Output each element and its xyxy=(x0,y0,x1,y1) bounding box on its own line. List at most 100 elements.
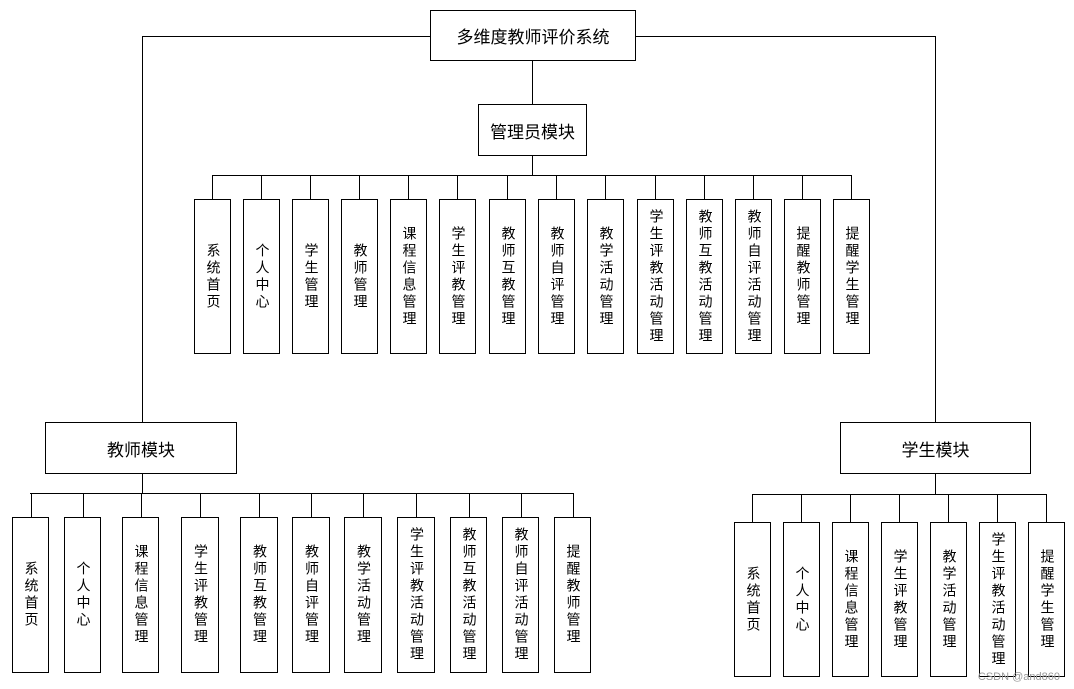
admin-drop-line xyxy=(851,175,852,200)
student-module-node-label: 学生模块 xyxy=(901,440,970,461)
teacher-item-5: 教师互教管理 xyxy=(240,517,278,673)
teacher-bus-line xyxy=(30,493,573,494)
admin-item-11: 教师互教活动管理 xyxy=(686,199,723,354)
admin-item-12-label: 教师自评活动管理 xyxy=(745,208,762,345)
student-stem-line xyxy=(935,474,936,495)
student-drop-line xyxy=(997,494,998,523)
admin-item-6-label: 学生评教管理 xyxy=(449,225,466,328)
admin-drop-line xyxy=(605,175,606,200)
student-item-2: 个人中心 xyxy=(783,522,820,677)
teacher-drop-line xyxy=(416,493,417,518)
root-to-admin-line xyxy=(532,61,533,105)
teacher-item-7: 教学活动管理 xyxy=(344,517,382,673)
teacher-module-node-label: 教师模块 xyxy=(107,440,175,461)
root-right-line xyxy=(636,36,936,37)
admin-drop-line xyxy=(359,175,360,200)
teacher-item-8-label: 学生评教活动管理 xyxy=(408,527,424,663)
teacher-drop-line xyxy=(521,493,522,518)
student-drop-line xyxy=(1046,494,1047,523)
student-item-6-label: 学生评教活动管理 xyxy=(989,531,1006,668)
student-item-4: 学生评教管理 xyxy=(881,522,918,677)
admin-item-13: 提醒教师管理 xyxy=(784,199,821,354)
admin-item-3: 学生管理 xyxy=(292,199,329,354)
teacher-stem-line xyxy=(142,474,143,494)
admin-item-8-label: 教师自评管理 xyxy=(548,225,565,328)
student-drop-line xyxy=(801,494,802,523)
teacher-drop-line xyxy=(363,493,364,518)
student-item-7-label: 提醒学生管理 xyxy=(1038,548,1055,651)
admin-item-2: 个人中心 xyxy=(243,199,280,354)
student-drop-line xyxy=(752,494,753,523)
teacher-item-10: 教师自评活动管理 xyxy=(502,517,539,673)
teacher-drop-line xyxy=(573,493,574,518)
admin-item-1: 系统首页 xyxy=(194,199,231,354)
admin-item-8: 教师自评管理 xyxy=(538,199,575,354)
admin-item-1-label: 系统首页 xyxy=(204,242,221,311)
admin-item-11-label: 教师互教活动管理 xyxy=(696,208,713,345)
watermark: CSDN @and860 xyxy=(977,671,1060,683)
teacher-item-4: 学生评教管理 xyxy=(181,517,219,673)
teacher-item-6: 教师自评管理 xyxy=(292,517,330,673)
admin-item-4: 教师管理 xyxy=(341,199,378,354)
admin-drop-line xyxy=(802,175,803,200)
student-module-node: 学生模块 xyxy=(840,422,1031,474)
admin-item-5-label: 课程信息管理 xyxy=(400,225,417,328)
teacher-item-1-label: 系统首页 xyxy=(22,561,39,629)
teacher-drop-line xyxy=(31,493,32,518)
admin-module-node-label: 管理员模块 xyxy=(490,122,575,143)
teacher-item-6-label: 教师自评管理 xyxy=(303,544,319,646)
student-item-2-label: 个人中心 xyxy=(793,565,810,634)
student-item-6: 学生评教活动管理 xyxy=(979,522,1016,677)
teacher-item-2: 个人中心 xyxy=(64,517,101,673)
admin-drop-line xyxy=(556,175,557,200)
teacher-drop-line xyxy=(141,493,142,518)
teacher-item-3-label: 课程信息管理 xyxy=(132,544,149,646)
root-to-teacher-line xyxy=(142,36,143,423)
admin-drop-line xyxy=(753,175,754,200)
student-item-4-label: 学生评教管理 xyxy=(891,548,908,651)
teacher-drop-line xyxy=(311,493,312,518)
admin-drop-line xyxy=(655,175,656,200)
student-item-3-label: 课程信息管理 xyxy=(842,548,859,651)
root-left-line xyxy=(142,36,431,37)
teacher-drop-line xyxy=(259,493,260,518)
teacher-item-5-label: 教师互教管理 xyxy=(251,544,267,646)
root-node: 多维度教师评价系统 xyxy=(430,10,636,61)
admin-drop-line xyxy=(212,175,213,200)
teacher-item-3: 课程信息管理 xyxy=(122,517,159,673)
admin-item-13-label: 提醒教师管理 xyxy=(794,225,811,328)
admin-item-4-label: 教师管理 xyxy=(351,242,368,311)
student-drop-line xyxy=(850,494,851,523)
teacher-drop-line xyxy=(83,493,84,518)
admin-module-node: 管理员模块 xyxy=(478,104,587,156)
admin-drop-line xyxy=(457,175,458,200)
admin-bus-line xyxy=(212,175,852,176)
teacher-item-1: 系统首页 xyxy=(12,517,49,673)
teacher-item-2-label: 个人中心 xyxy=(74,561,91,629)
admin-item-7-label: 教师互教管理 xyxy=(499,225,516,328)
teacher-item-4-label: 学生评教管理 xyxy=(192,544,208,646)
admin-drop-line xyxy=(507,175,508,200)
teacher-item-11-label: 提醒教师管理 xyxy=(564,544,581,646)
admin-drop-line xyxy=(408,175,409,200)
admin-item-14: 提醒学生管理 xyxy=(833,199,870,354)
admin-drop-line xyxy=(704,175,705,200)
admin-item-5: 课程信息管理 xyxy=(390,199,427,354)
student-item-1: 系统首页 xyxy=(734,522,771,677)
teacher-item-8: 学生评教活动管理 xyxy=(397,517,435,673)
teacher-item-7-label: 教学活动管理 xyxy=(355,544,371,646)
student-item-5-label: 教学活动管理 xyxy=(940,548,957,651)
admin-item-10: 学生评教活动管理 xyxy=(637,199,674,354)
admin-item-9: 教学活动管理 xyxy=(587,199,624,354)
admin-item-9-label: 教学活动管理 xyxy=(597,225,614,328)
student-item-1-label: 系统首页 xyxy=(744,565,761,634)
admin-item-10-label: 学生评教活动管理 xyxy=(647,208,664,345)
teacher-item-11: 提醒教师管理 xyxy=(554,517,591,673)
admin-drop-line xyxy=(310,175,311,200)
student-drop-line xyxy=(948,494,949,523)
student-drop-line xyxy=(899,494,900,523)
admin-stem-line xyxy=(532,156,533,176)
admin-item-14-label: 提醒学生管理 xyxy=(843,225,860,328)
teacher-drop-line xyxy=(469,493,470,518)
admin-item-3-label: 学生管理 xyxy=(302,242,319,311)
